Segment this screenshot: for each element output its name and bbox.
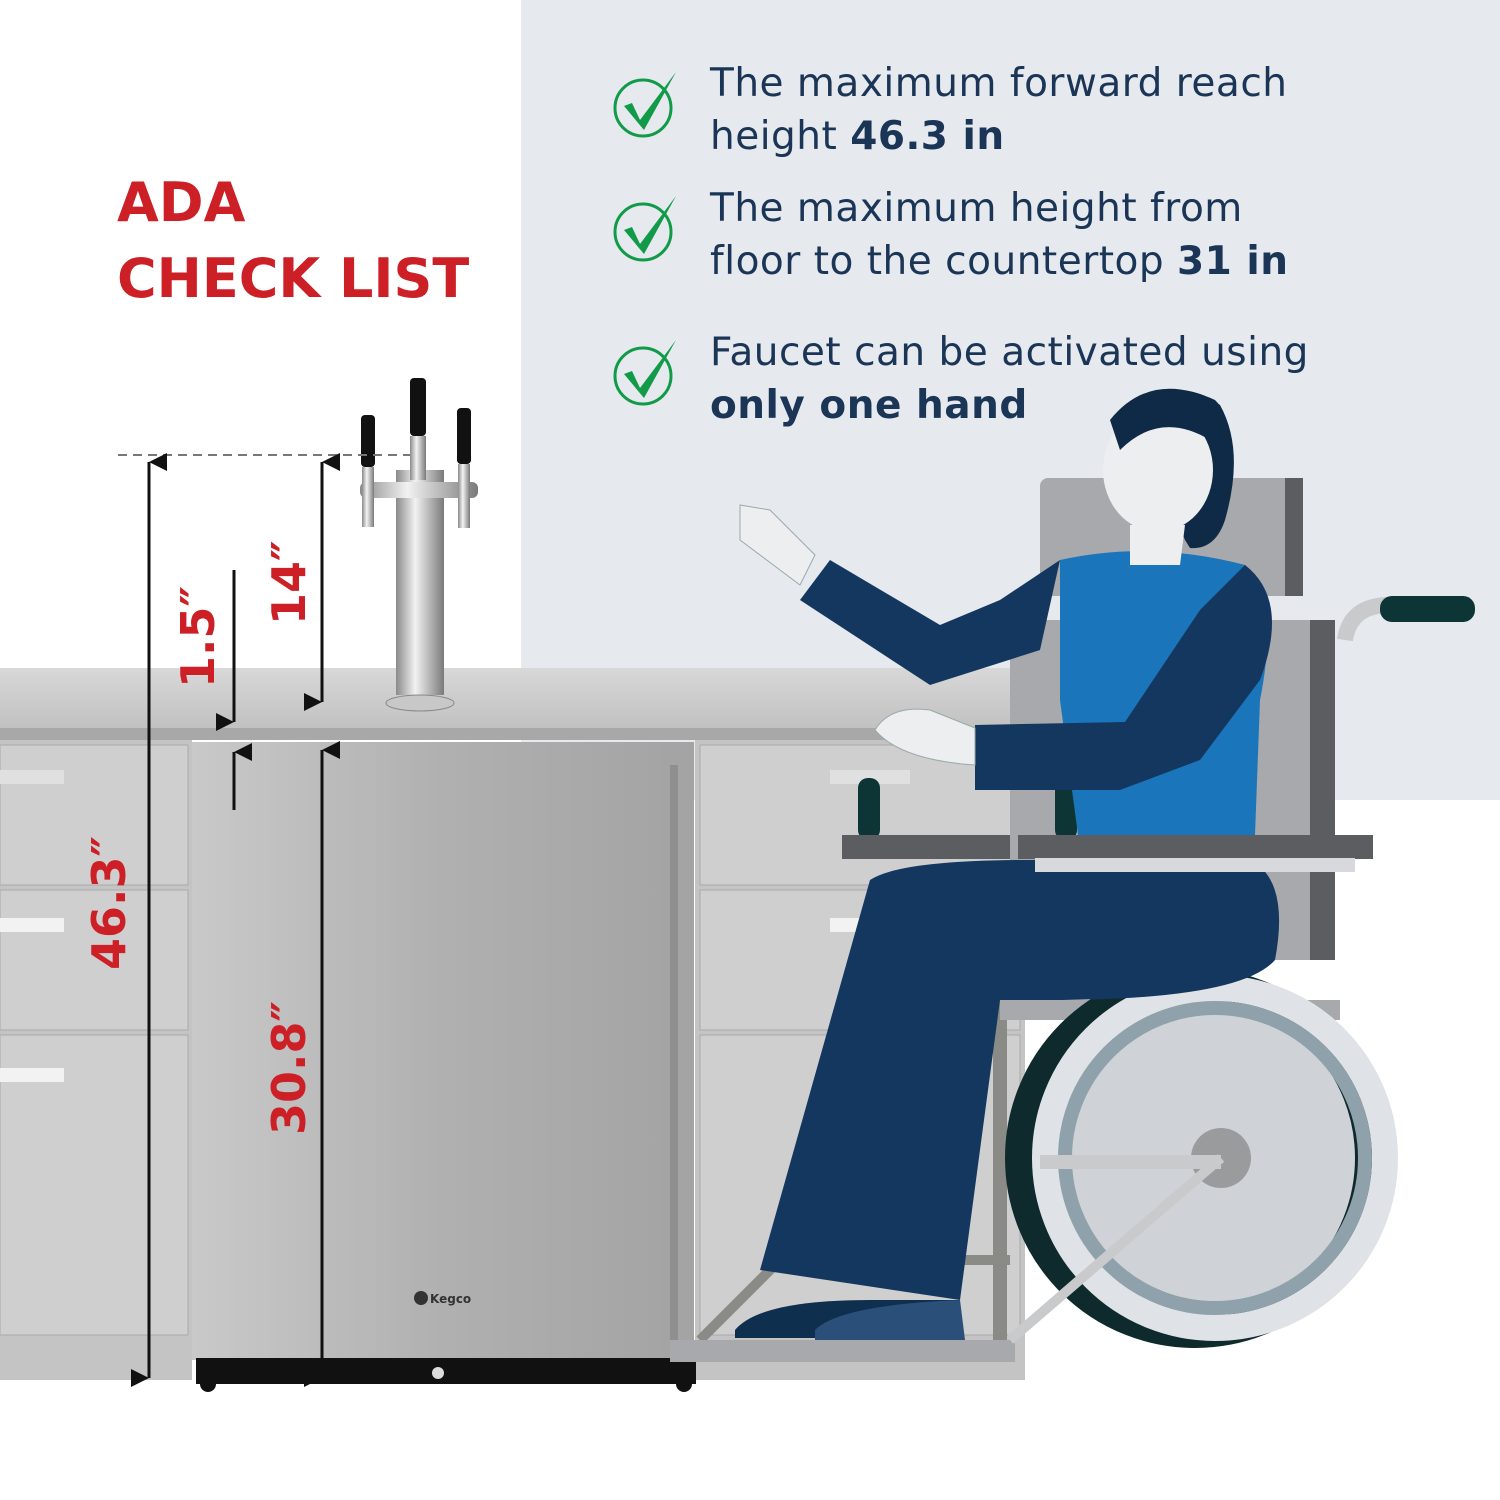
dimension-label-counter: 1.5″: [171, 586, 225, 688]
beer-tower: [360, 378, 478, 712]
kegco-logo: Kegco: [430, 1292, 471, 1306]
dimension-label-total: 46.3″: [82, 836, 136, 970]
checklist-text: height: [710, 114, 851, 159]
countertop: [0, 668, 1010, 740]
dimension-label-tower: 14″: [262, 540, 316, 625]
checklist-text: Faucet can be activated using: [710, 330, 1309, 375]
page-title: ADA CHECK LIST: [117, 165, 469, 317]
wheelchair-user: [670, 388, 1475, 1362]
checklist-value: 46.3 in: [850, 114, 1005, 159]
checklist-value: only one hand: [710, 383, 1028, 428]
checklist-text: floor to the countertop: [710, 239, 1178, 284]
check-circle-icon: [613, 340, 676, 406]
kegerator: Kegco: [192, 742, 696, 1392]
title-line-1: ADA: [117, 171, 246, 234]
checklist-text: The maximum forward reach: [710, 61, 1288, 106]
checklist-item: The maximum height from floor to the cou…: [710, 182, 1289, 288]
title-line-2: CHECK LIST: [117, 247, 470, 310]
checklist-text: The maximum height from: [710, 186, 1243, 231]
check-circle-icon: [613, 196, 676, 262]
check-circle-icon: [613, 72, 676, 138]
checklist-value: 31 in: [1177, 239, 1289, 284]
checklist-item: Faucet can be activated using only one h…: [710, 326, 1309, 432]
dimension-label-fridge: 30.8″: [262, 1001, 316, 1135]
checklist-item: The maximum forward reach height 46.3 in: [710, 57, 1288, 163]
